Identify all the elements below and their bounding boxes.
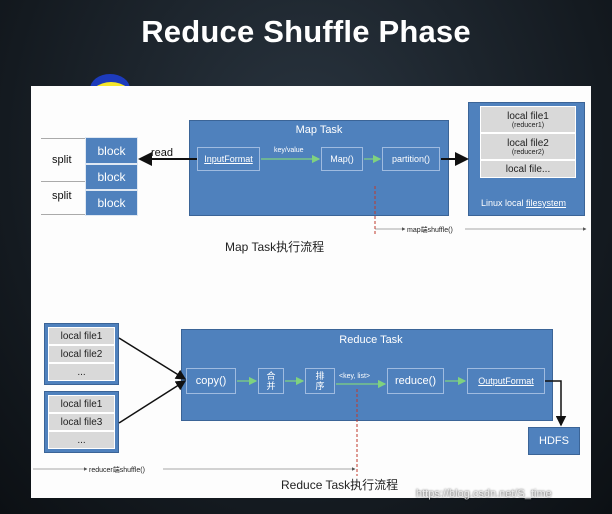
local-file-item: ... bbox=[48, 363, 115, 381]
group1-to-copy-arrow bbox=[118, 337, 187, 380]
split-label-1: split bbox=[52, 154, 72, 166]
copy-box: copy() bbox=[186, 368, 236, 394]
local-file-item: local file2 bbox=[48, 345, 115, 363]
local-file-more: local file... bbox=[480, 160, 576, 178]
hdfs-box: HDFS bbox=[528, 427, 580, 455]
output-to-hdfs-arrow bbox=[545, 380, 567, 427]
local-files-group-2: local file1 local file3 ... bbox=[44, 391, 119, 453]
diagram-connectors bbox=[33, 152, 587, 476]
reduce-task-caption: Reduce Task执行流程 bbox=[281, 478, 399, 492]
diagram-slide: split split block block block read Map T… bbox=[31, 86, 591, 498]
local-file-item: local file1 bbox=[48, 327, 115, 345]
map-task-title: Map Task bbox=[295, 124, 343, 136]
watermark: https://blog.csdn.net/S_time bbox=[416, 488, 552, 500]
input-format-box: InputFormat bbox=[197, 147, 260, 171]
local-file-1-reducer1: local file1 (reducer1) bbox=[480, 106, 576, 133]
read-label: read bbox=[151, 147, 174, 159]
output-format-box: OutputFormat bbox=[467, 368, 545, 394]
merge-box: 合 并 bbox=[258, 368, 284, 394]
split-separator bbox=[41, 214, 85, 215]
reduce-function-box: reduce() bbox=[387, 368, 444, 394]
local-file-2-reducer2: local file2 (reducer2) bbox=[480, 133, 576, 160]
local-file-sub: (reducer1) bbox=[511, 121, 545, 129]
map-task-caption: Map Task执行流程 bbox=[225, 240, 325, 254]
sort-box: 排 序 bbox=[305, 368, 335, 394]
key-list-label: <key, list> bbox=[339, 373, 370, 380]
filesystem-link: filesystem bbox=[526, 198, 567, 208]
split-separator bbox=[41, 181, 85, 182]
filesystem-label: Linux local filesystem bbox=[481, 198, 566, 208]
block-1: block bbox=[85, 137, 138, 164]
map-function-box: Map() bbox=[321, 147, 363, 171]
filesystem-prefix: Linux local bbox=[481, 198, 527, 208]
partition-box: partition() bbox=[382, 147, 440, 171]
local-file-item: ... bbox=[48, 431, 115, 449]
block-2: block bbox=[85, 164, 138, 190]
slide-title: Reduce Shuffle Phase bbox=[141, 14, 471, 49]
local-files-group-1: local file1 local file2 ... bbox=[44, 323, 119, 385]
split-label-2: split bbox=[52, 190, 72, 202]
block-3: block bbox=[85, 190, 138, 216]
local-file-item: local file3 bbox=[48, 413, 115, 431]
local-file-name: local file... bbox=[505, 163, 551, 175]
reducer-shuffle-label: reducer端shuffle() bbox=[89, 467, 145, 474]
split-separator bbox=[41, 138, 85, 139]
key-value-label: key/value bbox=[274, 147, 304, 154]
local-file-name: local file2 bbox=[507, 137, 549, 149]
local-file-name: local file1 bbox=[507, 110, 549, 122]
local-file-item: local file1 bbox=[48, 395, 115, 413]
local-file-sub: (reducer2) bbox=[511, 148, 545, 156]
group2-to-copy-arrow bbox=[118, 380, 187, 424]
map-shuffle-label: map端shuffle() bbox=[407, 227, 453, 234]
reduce-task-title: Reduce Task bbox=[339, 334, 403, 346]
